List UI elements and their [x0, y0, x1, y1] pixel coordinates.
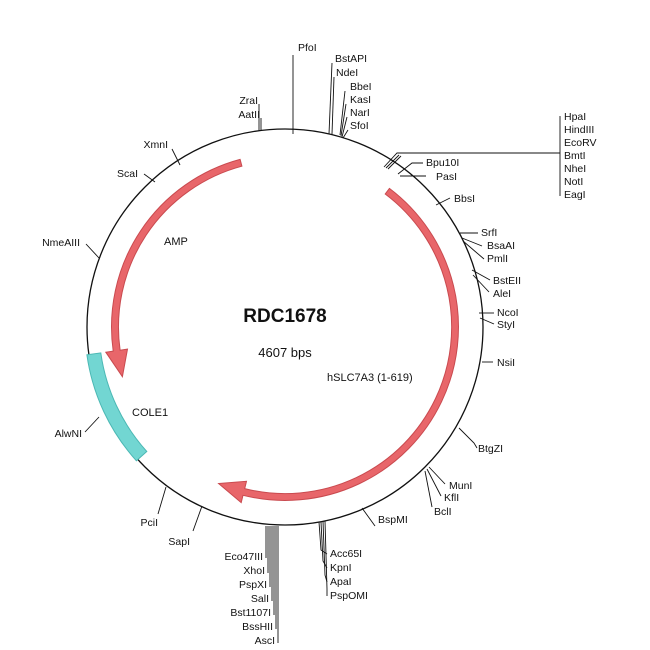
hslc7a3-feature-arrow[interactable]	[217, 187, 459, 504]
svg-text:SrfI: SrfI	[481, 227, 497, 239]
site-cluster-srfi[interactable]: SrfI BsaAI PmlI	[460, 227, 515, 265]
svg-text:AatII: AatII	[238, 109, 260, 121]
site-xmni[interactable]: XmnI	[143, 139, 181, 166]
svg-text:KflI: KflI	[444, 492, 459, 504]
svg-text:BstEII: BstEII	[493, 275, 521, 287]
svg-text:BspMI: BspMI	[378, 514, 408, 526]
cole1-origin-bar[interactable]	[86, 352, 148, 462]
site-cluster-zrai[interactable]: ZraI AatII	[238, 95, 262, 131]
svg-text:BclI: BclI	[434, 506, 452, 518]
site-btgzi[interactable]: BtgZI	[458, 427, 503, 455]
svg-text:ZraI: ZraI	[239, 95, 258, 107]
svg-text:BmtI: BmtI	[564, 150, 586, 162]
svg-text:NdeI: NdeI	[336, 67, 358, 79]
svg-text:PciI: PciI	[140, 517, 158, 529]
svg-text:PasI: PasI	[436, 171, 457, 183]
site-scai[interactable]: ScaI	[117, 168, 156, 183]
svg-text:AlwNI: AlwNI	[55, 428, 82, 440]
svg-text:NsiI: NsiI	[497, 357, 515, 369]
svg-text:Bpu10I: Bpu10I	[426, 157, 459, 169]
svg-text:NcoI: NcoI	[497, 307, 519, 319]
cole1-label: COLE1	[132, 407, 168, 419]
amp-label: AMP	[164, 236, 188, 248]
svg-text:EagI: EagI	[564, 189, 586, 201]
svg-text:Bst1107I: Bst1107I	[230, 607, 271, 619]
svg-text:MunI: MunI	[449, 480, 472, 492]
svg-text:BsaAI: BsaAI	[487, 240, 515, 252]
svg-text:ScaI: ScaI	[117, 168, 138, 180]
svg-text:PfoI: PfoI	[298, 42, 317, 54]
site-nmeaiii[interactable]: NmeAIII	[42, 237, 100, 259]
amp-feature-arrow[interactable]	[104, 158, 243, 378]
svg-text:StyI: StyI	[497, 319, 515, 331]
hslc7a3-label: hSLC7A3 (1-619)	[327, 372, 413, 384]
svg-text:BbeI: BbeI	[350, 81, 372, 93]
svg-text:HindIII: HindIII	[564, 124, 594, 136]
site-sapi[interactable]: SapI	[168, 505, 203, 548]
svg-text:PspOMI: PspOMI	[330, 590, 368, 602]
site-pasi[interactable]: PasI	[400, 171, 457, 183]
svg-text:NarI: NarI	[350, 107, 370, 119]
svg-text:BbsI: BbsI	[454, 193, 475, 205]
svg-text:Eco47III: Eco47III	[224, 551, 263, 563]
svg-text:SapI: SapI	[168, 536, 190, 548]
plasmid-backbone	[86, 128, 484, 526]
svg-text:XhoI: XhoI	[243, 565, 265, 577]
site-cluster-mcs[interactable]: HpaI HindIII EcoRV BmtI NheI NotI EagI	[383, 111, 597, 201]
svg-text:EcoRV: EcoRV	[564, 137, 597, 149]
site-alwni[interactable]: AlwNI	[55, 416, 100, 440]
svg-text:KasI: KasI	[350, 94, 371, 106]
site-pcii[interactable]: PciI	[140, 486, 167, 529]
site-nsii[interactable]: NsiI	[482, 357, 515, 369]
site-bbsi[interactable]: BbsI	[435, 193, 475, 206]
svg-text:AleI: AleI	[493, 288, 511, 300]
svg-text:Acc65I: Acc65I	[330, 548, 362, 560]
site-cluster-muni[interactable]: MunI KflI BclI	[424, 466, 472, 518]
svg-text:BtgZI: BtgZI	[478, 443, 503, 455]
site-cluster-bstapi[interactable]: BstAPI NdeI BbeI KasI NarI SfoI	[328, 53, 372, 139]
svg-text:BstAPI: BstAPI	[335, 53, 367, 65]
svg-text:KpnI: KpnI	[330, 562, 352, 574]
svg-text:PspXI: PspXI	[239, 579, 267, 591]
site-cluster-bsteii[interactable]: BstEII AleI	[471, 269, 521, 300]
svg-text:SalI: SalI	[251, 593, 269, 605]
site-pfoi[interactable]: PfoI	[292, 42, 317, 134]
svg-text:ApaI: ApaI	[330, 576, 352, 588]
svg-text:NmeAIII: NmeAIII	[42, 237, 80, 249]
plasmid-size: 4607 bps	[258, 345, 312, 360]
svg-text:AscI: AscI	[255, 635, 275, 647]
svg-text:SfoI: SfoI	[350, 120, 369, 132]
svg-text:NheI: NheI	[564, 163, 586, 175]
site-cluster-acc65i[interactable]: Acc65I KpnI ApaI PspOMI	[318, 520, 368, 602]
svg-text:HpaI: HpaI	[564, 111, 586, 123]
site-bspmi[interactable]: BspMI	[361, 507, 408, 527]
plasmid-name: RDC1678	[243, 306, 326, 327]
svg-text:NotI: NotI	[564, 176, 583, 188]
svg-text:BssHII: BssHII	[242, 621, 273, 633]
site-cluster-eco47iii[interactable]: Eco47III XhoI PspXI SalI Bst1107I BssHII…	[224, 526, 279, 647]
site-bpu10i[interactable]: Bpu10I	[397, 157, 459, 175]
site-cluster-ncoi[interactable]: NcoI StyI	[479, 307, 519, 331]
svg-text:PmlI: PmlI	[487, 253, 508, 265]
svg-text:XmnI: XmnI	[143, 139, 168, 151]
